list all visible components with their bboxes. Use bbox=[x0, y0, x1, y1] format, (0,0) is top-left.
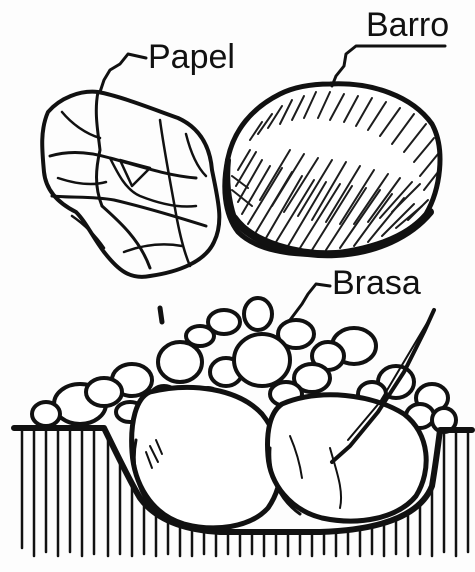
clay-ball bbox=[225, 84, 440, 255]
label-brasa: Brasa bbox=[332, 266, 421, 300]
paper-wrapped-food bbox=[42, 92, 219, 277]
brasa-pointer-line bbox=[290, 284, 330, 320]
ember-fleck bbox=[160, 308, 162, 322]
papel-pointer-line bbox=[100, 54, 146, 92]
label-papel: Papel bbox=[148, 40, 235, 74]
label-barro: Barro bbox=[366, 8, 449, 42]
barro-pointer-line bbox=[332, 46, 445, 86]
